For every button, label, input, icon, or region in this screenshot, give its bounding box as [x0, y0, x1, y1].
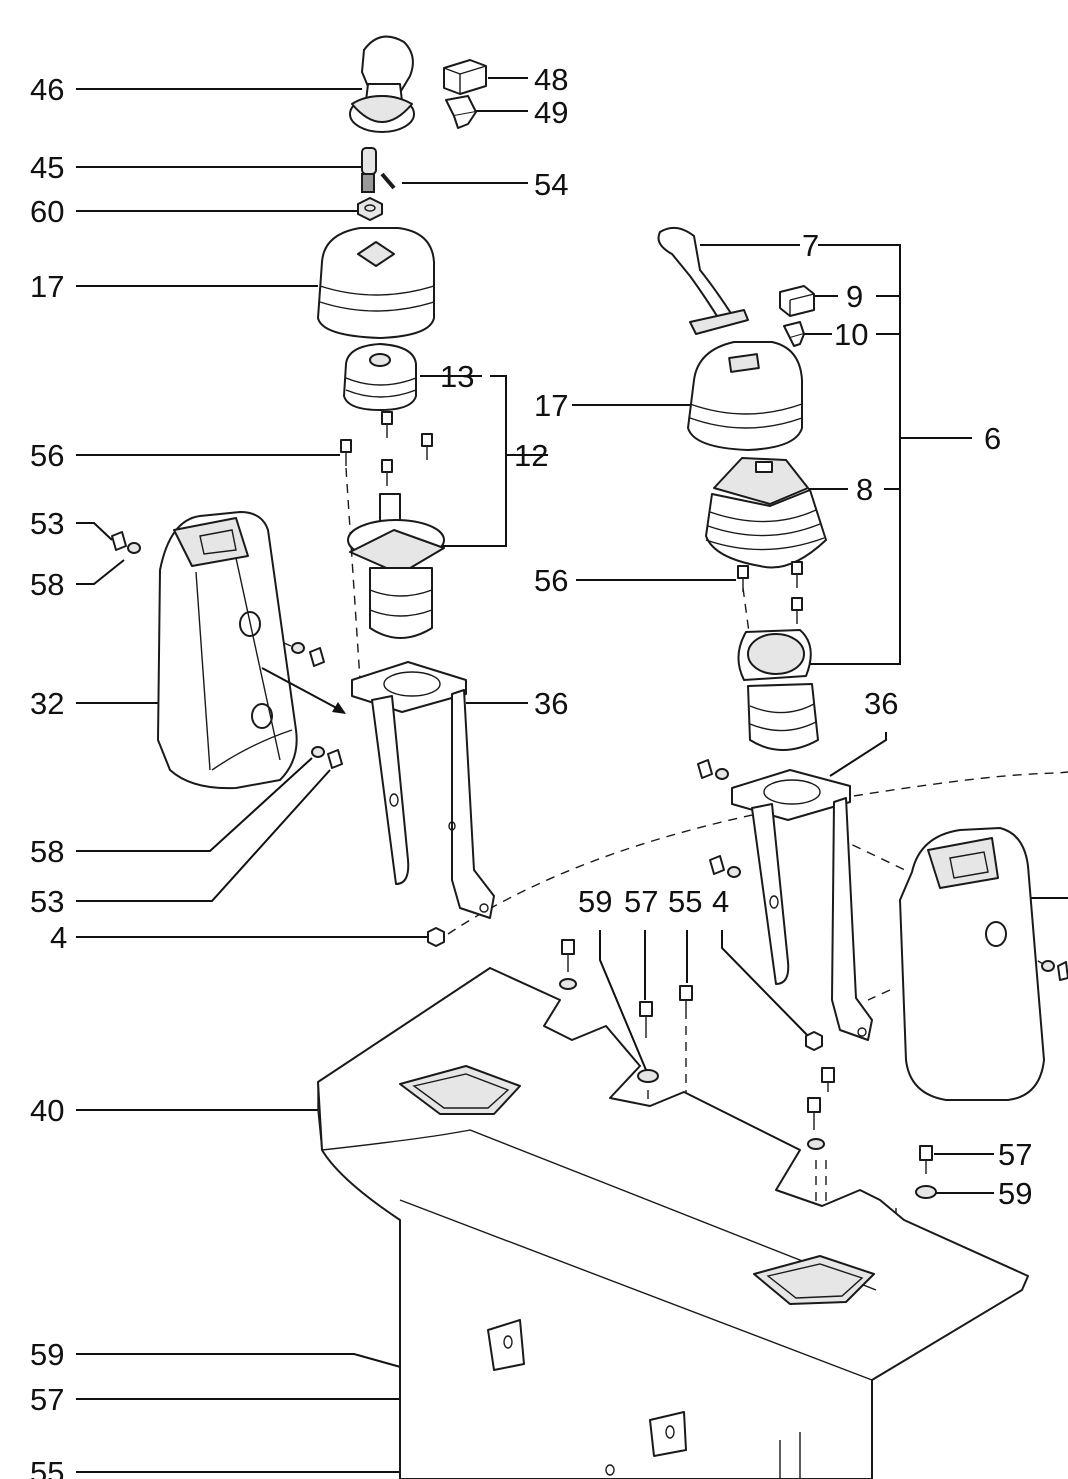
- boot-8: [705, 457, 827, 569]
- bracket-36-right: [731, 769, 873, 1041]
- joystick-valve-6: [737, 629, 819, 751]
- callout-53-bottom: 53: [30, 884, 64, 919]
- callout-59-top: 59: [578, 884, 612, 919]
- callout-40: 40: [30, 1093, 64, 1128]
- bolts-36-right: [697, 759, 741, 878]
- callout-17-left: 17: [30, 269, 64, 304]
- callout-53-top: 53: [30, 506, 64, 541]
- pin-54: [380, 172, 396, 190]
- leader-lines: [76, 77, 1068, 1473]
- callout-57-top: 57: [624, 884, 658, 919]
- callout-58-bottom: 58: [30, 834, 64, 869]
- bolt-4-right: [805, 1031, 823, 1051]
- bracket-36-left: [351, 661, 495, 919]
- callout-48: 48: [534, 62, 568, 97]
- callout-13: 13: [440, 359, 474, 394]
- seal-13: [343, 343, 417, 411]
- connector-9: [779, 285, 815, 317]
- assembly-guide-curve: [447, 771, 1068, 935]
- boot-17-left: [317, 227, 435, 339]
- callout-6: 6: [984, 421, 1001, 456]
- callout-56-right: 56: [534, 563, 568, 598]
- boot-17-right: [687, 341, 803, 451]
- guide-line-56: [345, 467, 361, 681]
- guide-line-36b-bolt: [837, 837, 906, 871]
- pin-45: [361, 147, 377, 193]
- callout-59-bottom: 59: [30, 1337, 64, 1372]
- callout-57-bottom: 57: [30, 1382, 64, 1417]
- callout-12: 12: [514, 438, 548, 473]
- handle-46: [349, 35, 415, 133]
- callout-36-left: 36: [534, 686, 568, 721]
- connector-49: [445, 95, 477, 129]
- callout-9: 9: [846, 279, 863, 314]
- console-cover-32: [157, 511, 298, 790]
- callout-49: 49: [534, 95, 568, 130]
- callout-54: 54: [534, 167, 568, 202]
- console-cover-right: [899, 827, 1068, 1101]
- callout-55-bottom: 55: [30, 1455, 64, 1479]
- callout-55-top: 55: [668, 884, 702, 919]
- callout-58-top: 58: [30, 567, 64, 602]
- callout-32: 32: [30, 686, 64, 721]
- callout-57-right: 57: [998, 1137, 1032, 1172]
- joystick-valve-12: [347, 493, 445, 639]
- connector-10: [783, 321, 805, 347]
- callout-4-left: 4: [50, 920, 67, 955]
- screws-left-upper: [340, 411, 433, 486]
- bolt-4-left: [427, 927, 445, 947]
- callout-10: 10: [834, 317, 868, 352]
- guide-line-56b: [742, 587, 751, 641]
- callout-labels: 46 48 49 45 54 60 17 13 12 56 53 58 32 3…: [30, 62, 1032, 1479]
- floor-plate-40: [317, 967, 1029, 1479]
- screws-right: [737, 561, 803, 624]
- assembly-guide-line: [867, 989, 891, 1001]
- assembly-arrow: [261, 667, 345, 713]
- bolts-32: [111, 531, 343, 769]
- callout-59-right: 59: [998, 1176, 1032, 1211]
- callout-45: 45: [30, 150, 64, 185]
- callout-17-right: 17: [534, 388, 568, 423]
- connector-48: [443, 59, 487, 95]
- callout-46: 46: [30, 72, 64, 107]
- callout-4-right: 4: [712, 884, 729, 919]
- callout-8: 8: [856, 472, 873, 507]
- callout-36-right: 36: [864, 686, 898, 721]
- joystick-handle-7: [657, 226, 749, 335]
- callout-7: 7: [802, 228, 819, 263]
- nut-60: [357, 197, 383, 221]
- arrow-head: [332, 702, 346, 714]
- callout-60: 60: [30, 194, 64, 229]
- callout-56-left: 56: [30, 438, 64, 473]
